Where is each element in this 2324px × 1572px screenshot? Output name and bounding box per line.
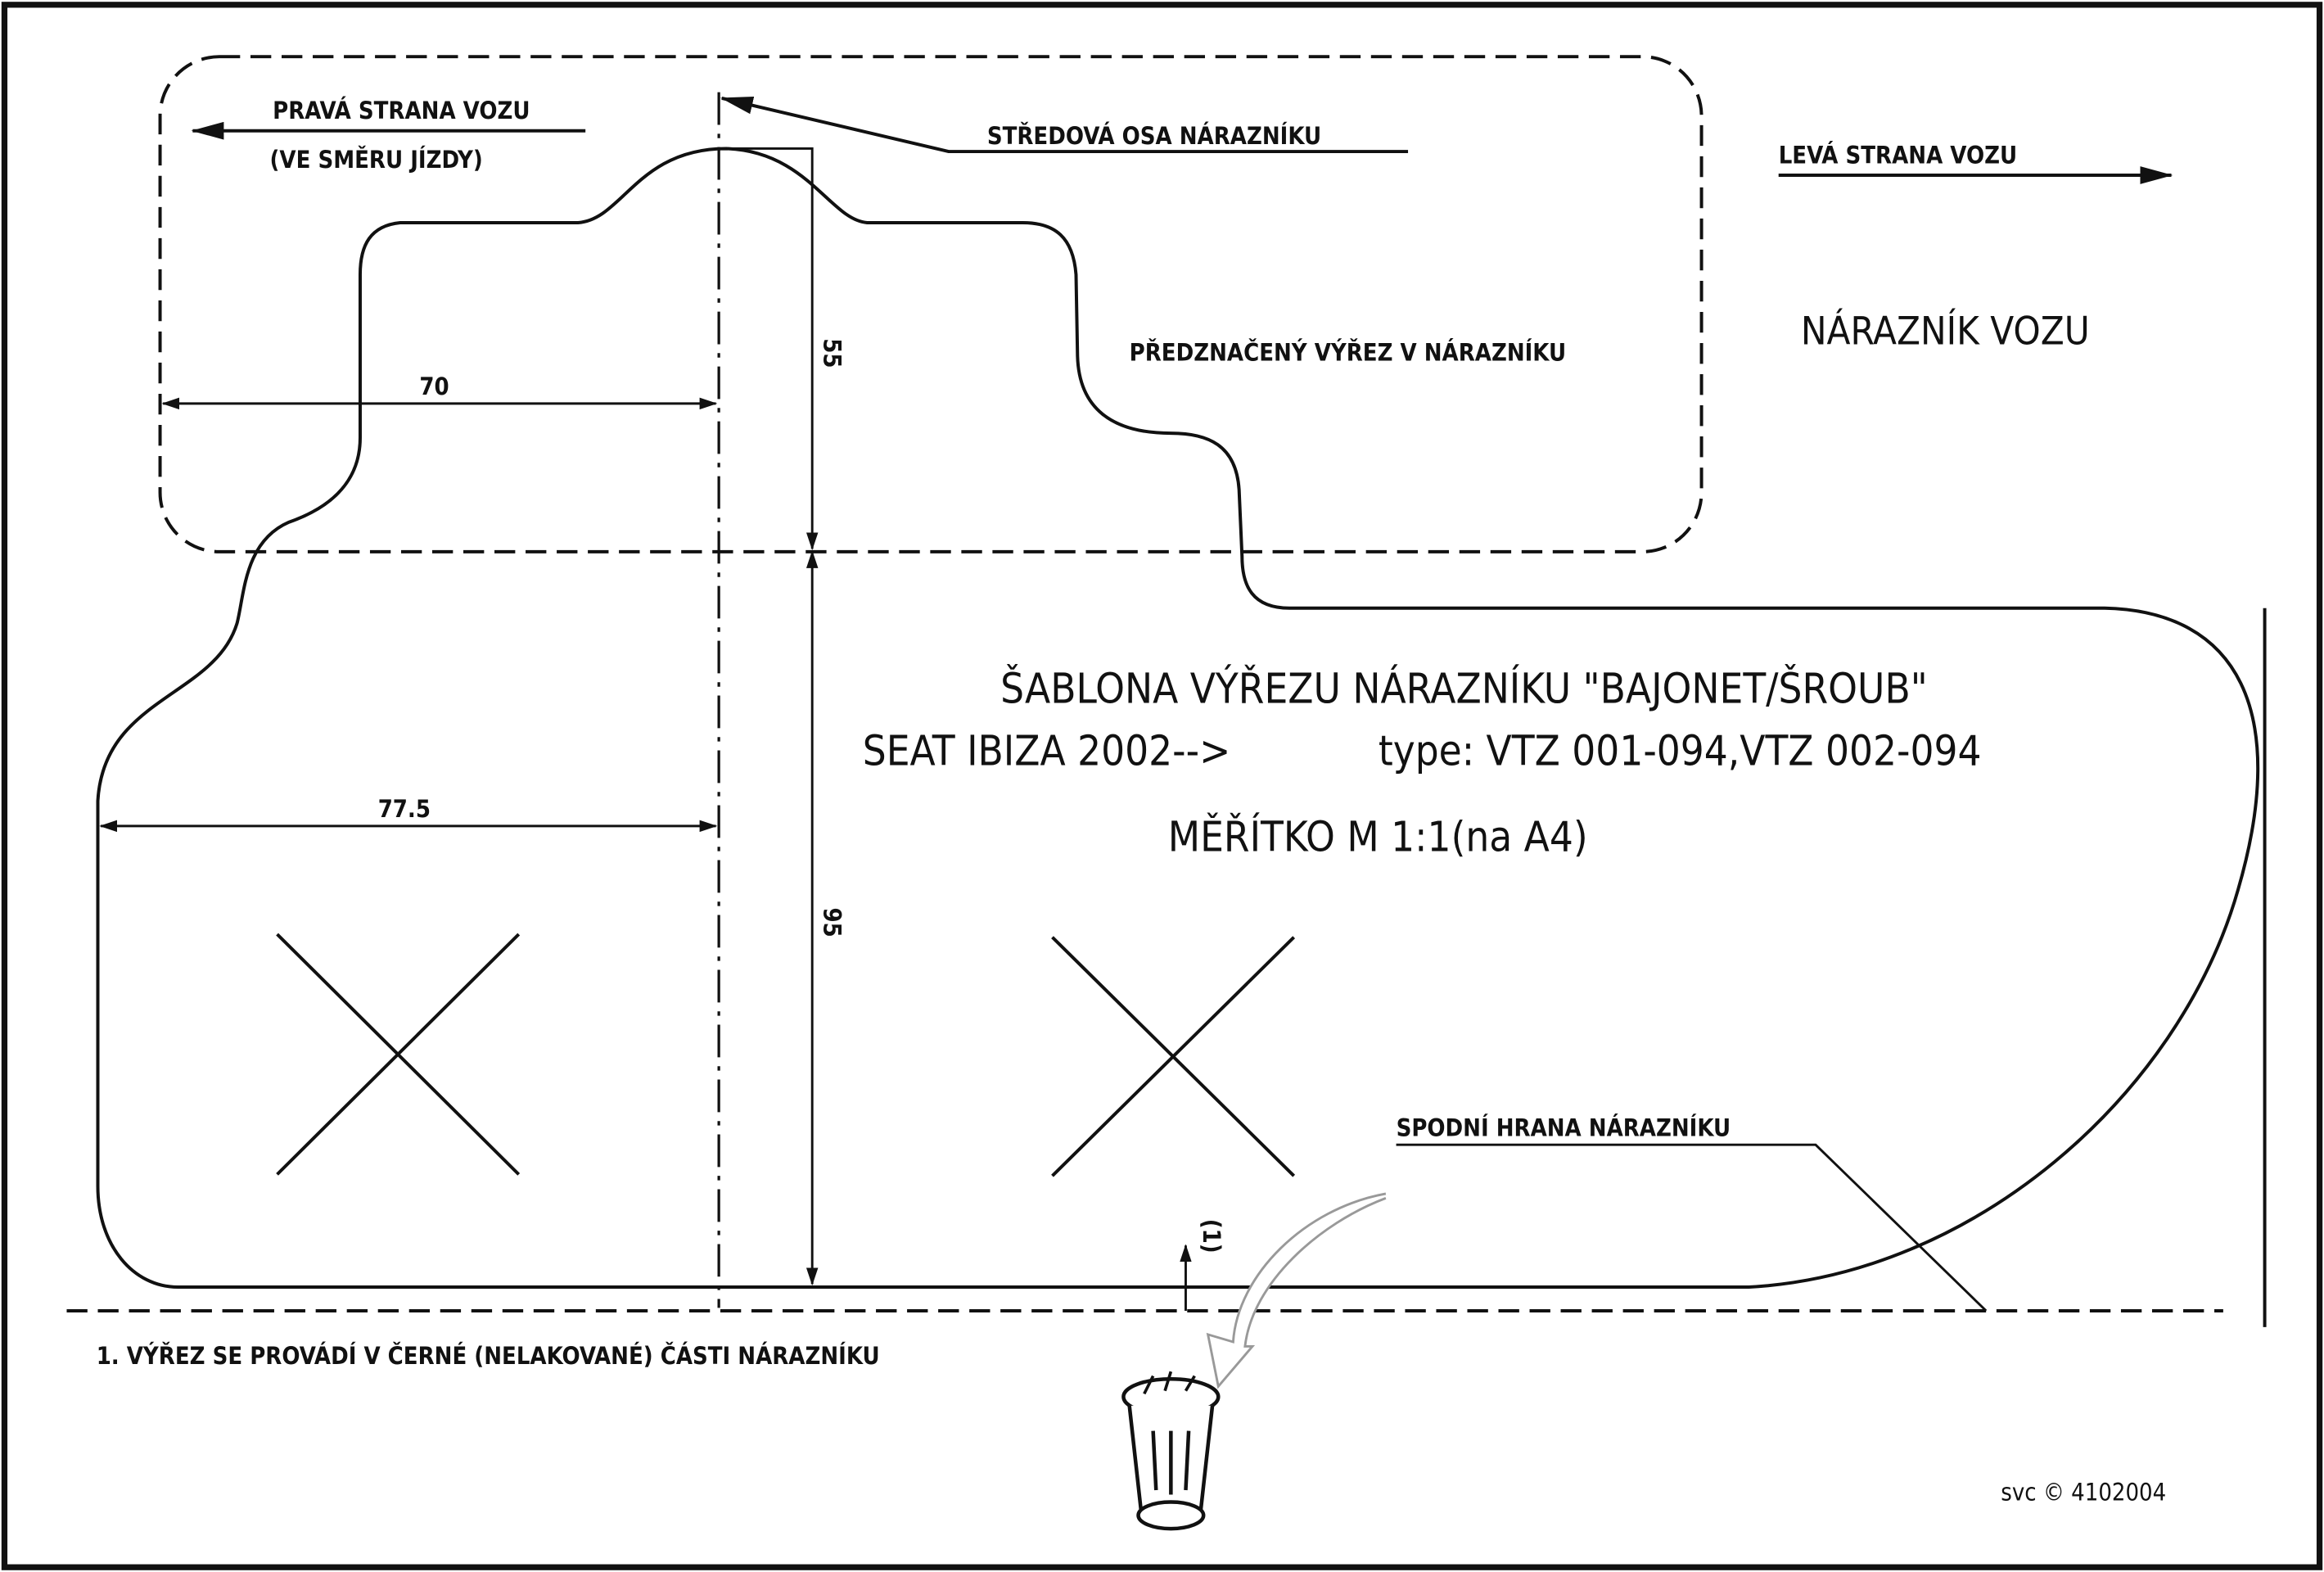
dimension-70: 70: [419, 373, 449, 400]
bumper-label: NÁRAZNÍK VOZU: [1801, 309, 2090, 354]
bottom-edge-leader: [1396, 1143, 1988, 1312]
x-mark-left: [276, 933, 521, 1176]
premarked-cutout-label: PŘEDZNAČENÝ VÝŘEZ V NÁRAZNÍKU: [1130, 338, 1566, 366]
curved-arrow-icon: [1206, 1192, 1387, 1389]
note-marker: (1): [1198, 1219, 1225, 1254]
template-outline: [96, 147, 2260, 1289]
premarked-cutout-outline: [158, 55, 1704, 553]
x-mark-right: [1051, 936, 1296, 1177]
center-axis-label: STŘEDOVÁ OSA NÁRAZNÍKU: [987, 122, 1321, 150]
vehicle-model: SEAT IBIZA 2002-->: [863, 727, 1231, 775]
right-side-sublabel: (VE SMĚRU JÍZDY): [270, 146, 483, 174]
copyright: svc © 4102004: [2001, 1479, 2166, 1506]
left-side-label: LEVÁ STRANA VOZU: [1779, 142, 2017, 169]
template-title: ŠABLONA VÝŘEZU NÁRAZNÍKU "BAJONET/ŠROUB": [1000, 663, 1928, 713]
dimension-line-55: [726, 147, 819, 551]
footnote: 1. VÝŘEZ SE PROVÁDÍ V ČERNÉ (NELAKOVANÉ)…: [97, 1342, 880, 1370]
dimension-77-5: 77.5: [378, 795, 431, 823]
center-axis-leader: [720, 96, 1409, 154]
trash-bin-icon: [1121, 1371, 1221, 1531]
scale-label: MĚŘÍTKO M 1:1(na A4): [1168, 812, 1588, 861]
dimension-55: 55: [819, 338, 846, 368]
right-side-label: PRAVÁ STRANA VOZU: [273, 97, 530, 124]
dimension-95: 95: [819, 907, 846, 937]
bottom-edge-label: SPODNÍ HRANA NÁRAZNÍKU: [1397, 1114, 1731, 1141]
product-types: type: VTZ 001-094,VTZ 002-094: [1379, 727, 1982, 775]
